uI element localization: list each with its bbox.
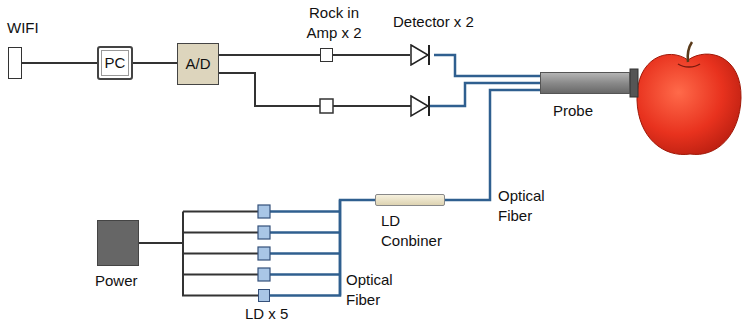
signal-wire [333,105,411,107]
fiber-label: Optical Fiber [498,186,558,226]
laser-diode [258,268,270,281]
optical-fiber [434,55,540,76]
ad-converter: A/D [177,43,219,85]
power-supply: Power [97,220,139,266]
optical-fiber [270,273,340,276]
part-label: Rock in Amp x 2 [299,3,369,43]
signal-wire [333,54,410,56]
optical-fiber [445,90,540,200]
wifi-module: WIFI [8,47,22,79]
part-label: WIFI [7,18,39,38]
diode-bar [428,45,430,65]
pc-box: PC [97,46,133,80]
laser-diode [258,205,270,218]
laser-diode [258,226,270,239]
detector-symbol [411,96,429,116]
part-label: Probe [553,101,593,121]
part-label: Power [95,271,138,291]
box-label: A/D [185,54,210,74]
diode-triangle [411,45,428,65]
power-wire [183,211,258,213]
optical-fiber [270,231,340,234]
diode-triangle [411,96,428,116]
ld-combiner: LD Conbiner [375,194,445,206]
signal-wire [22,62,97,64]
lock-in-amp: Rock in Amp x 2 [320,48,333,62]
box-label: PC [105,53,126,73]
apple [637,54,741,154]
signal-wire [219,73,320,106]
optical-fiber [270,252,340,255]
probe: Probe [540,72,630,94]
laser-diode [258,247,270,260]
part-label: LD x 5 [245,304,288,322]
signal-wire [139,243,258,296]
diode-bar [428,96,430,116]
laser-diode: LD x 5 [258,289,270,302]
signal-wire [133,62,177,64]
lock-in-amp [320,99,333,113]
part-label: LD Conbiner [381,211,449,251]
power-wire [183,253,258,255]
detector-symbol [410,44,434,66]
probe-cap [630,69,638,97]
signal-wire [219,54,320,56]
fiber-label: Optical Fiber [346,270,406,310]
power-wire [183,274,258,276]
optical-fiber [270,210,340,213]
apple-dimple [678,64,700,67]
laser-diodes [183,205,340,281]
optical-fiber [430,83,540,106]
apple-stem [688,42,692,62]
detector: Detector x 2 [410,44,434,66]
power-wire [183,232,258,234]
part-label: Detector x 2 [393,12,474,32]
